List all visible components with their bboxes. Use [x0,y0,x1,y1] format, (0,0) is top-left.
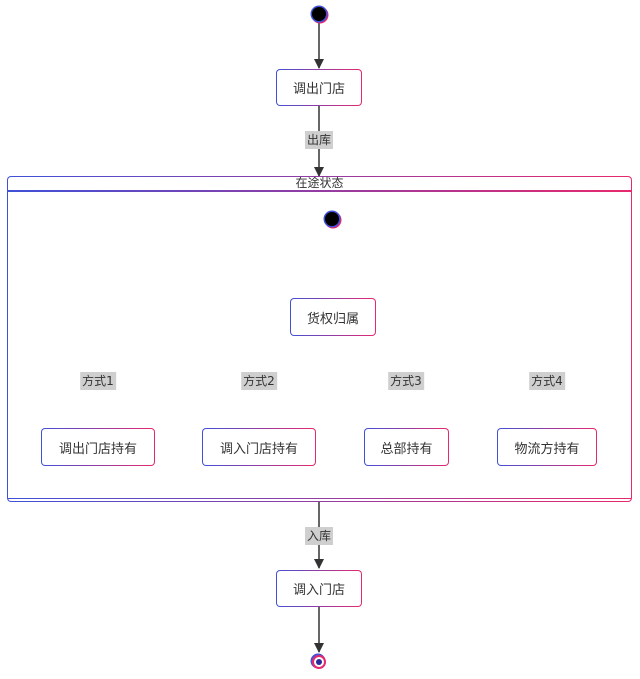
end-state-core [316,659,322,665]
end-state [312,655,326,669]
state-target-store-label: 调入门店 [292,583,345,598]
state-ownership-label: 货权归属 [306,311,359,327]
inner-start-state [325,212,339,226]
edge-label-outbound: 出库 [304,131,334,149]
edge-label-method-4: 方式4 [529,372,565,390]
state-target-store[interactable]: 调入门店 [276,570,362,607]
state-held-by-logistics-label: 物流方持有 [514,441,580,457]
edge-label-method-3: 方式3 [388,372,424,390]
state-held-by-source-store[interactable]: 调出门店持有 [41,428,155,466]
state-source-store[interactable]: 调出门店 [276,69,362,106]
state-held-by-logistics[interactable]: 物流方持有 [497,428,597,466]
composite-state-title: 在途状态 [295,176,344,190]
state-source-store-label: 调出门店 [292,82,345,97]
edge-label-inbound: 入库 [304,527,334,545]
composite-bottom-divider [8,497,631,499]
edge-label-method-2: 方式2 [241,372,277,390]
composite-title-divider [8,190,631,192]
state-ownership[interactable]: 货权归属 [290,298,376,336]
start-state [312,7,326,21]
state-held-by-headquarters[interactable]: 总部持有 [364,428,449,466]
state-held-by-source-store-label: 调出门店持有 [58,441,137,457]
state-held-by-target-store-label: 调入门店持有 [219,441,298,457]
edge-label-method-1: 方式1 [80,372,116,390]
state-held-by-headquarters-label: 总部持有 [380,441,433,457]
state-held-by-target-store[interactable]: 调入门店持有 [202,428,316,466]
